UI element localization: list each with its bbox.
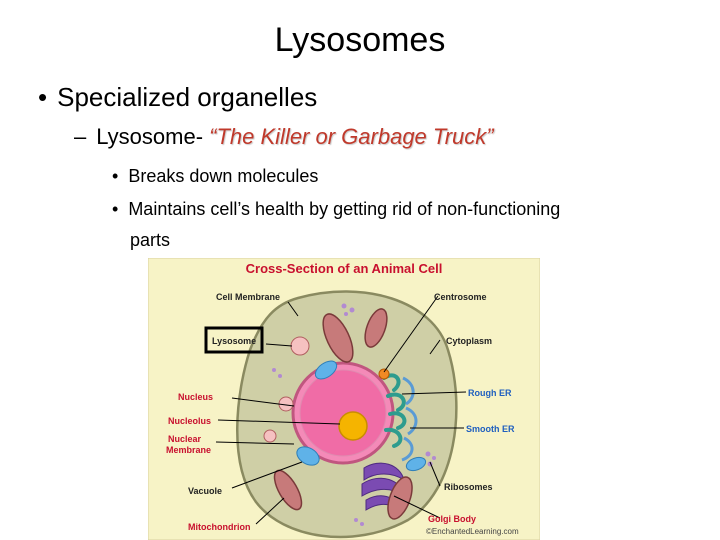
centrosome — [378, 368, 390, 380]
label-rough-er: Rough ER — [468, 388, 512, 398]
bullet-maintains-health: • Maintains cell’s health by getting rid … — [112, 197, 560, 221]
label-nuclear: Nuclear — [168, 434, 202, 444]
label-nucleolus: Nucleolus — [168, 416, 211, 426]
bullet-specialized-organelles: • Specialized organelles — [38, 80, 317, 114]
dash-marker: – — [74, 124, 87, 149]
lysosome-highlight-box — [204, 326, 264, 354]
slide-title: Lysosomes — [274, 21, 446, 59]
nucleolus — [338, 411, 368, 441]
label-cytoplasm: Cytoplasm — [446, 336, 492, 346]
vacuoles — [296, 360, 427, 472]
bullet-text: Breaks down molecules — [128, 166, 319, 186]
label-centrosome: Centrosome — [434, 292, 487, 302]
bullet-text: Lysosome- — [96, 124, 210, 149]
label-pointers — [215, 295, 467, 525]
bullet-text: Specialized organelles — [57, 82, 318, 112]
bullet-text: Maintains cell’s health by getting rid o… — [128, 199, 561, 219]
label-membrane: Membrane — [166, 445, 211, 455]
label-smooth-er: Smooth ER — [466, 424, 515, 434]
diagram-title: Cross-Section of an Animal Cell — [246, 261, 443, 276]
label-nucleus: Nucleus — [178, 392, 213, 402]
bullet-marker: • — [112, 166, 119, 186]
credit-text: ©EnchantedLearning.com — [426, 527, 519, 536]
bullet-maintains-health-continued: parts — [130, 230, 171, 250]
bullet-breaks-down: • Breaks down molecules — [112, 164, 318, 188]
label-vacuole: Vacuole — [188, 486, 222, 496]
smooth-er — [401, 376, 418, 462]
bullet-lysosome-definition: –Lysosome- “The Killer or Garbage Truck” — [74, 122, 494, 152]
bullet-marker: • — [112, 199, 119, 219]
lysosomes — [263, 336, 310, 443]
label-mitochondrion: Mitochondrion — [188, 522, 251, 532]
label-cell-membrane: Cell Membrane — [216, 292, 280, 302]
nucleus-inner — [299, 369, 387, 457]
bullet-marker: • — [38, 82, 48, 112]
label-golgi-body: Golgi Body — [428, 514, 476, 524]
animal-cell-diagram: Cross-Section of an Animal Cell — [148, 258, 540, 540]
killer-quote: “The Killer or Garbage Truck” — [209, 124, 494, 149]
label-lysosome: Lysosome — [212, 336, 256, 346]
label-ribosomes: Ribosomes — [444, 482, 493, 492]
